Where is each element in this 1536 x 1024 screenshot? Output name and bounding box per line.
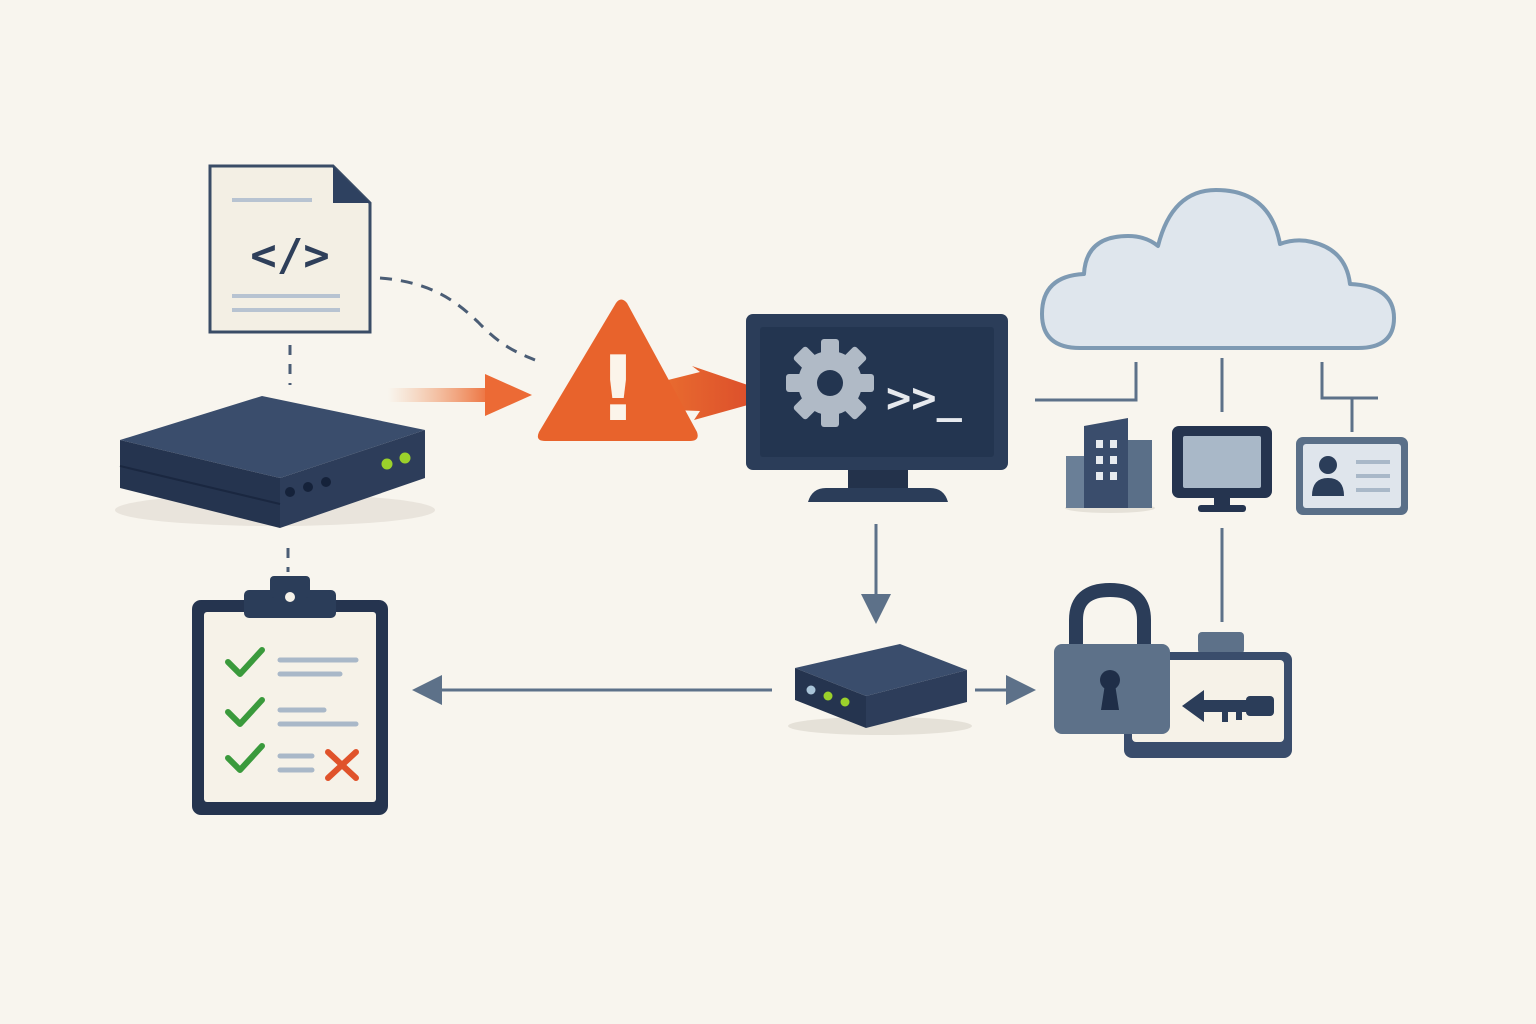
terminal-monitor-icon xyxy=(746,314,1008,502)
warning-triangle-icon xyxy=(537,299,698,441)
cloud xyxy=(1040,188,1396,350)
id-card-icon xyxy=(1296,437,1408,515)
connectors xyxy=(286,276,1378,705)
alert-glyph: ! xyxy=(597,337,638,442)
warning: ! xyxy=(537,299,698,442)
code-file-icon xyxy=(208,164,372,334)
server xyxy=(115,396,435,528)
desktop-icon xyxy=(1172,426,1272,512)
doc-warning-dashed-connector xyxy=(379,276,536,362)
key-icon xyxy=(1182,690,1274,722)
terminal-prompt-glyph: >>_ xyxy=(886,373,963,422)
server-box-icon xyxy=(115,396,435,528)
building-icon xyxy=(1065,418,1155,513)
monitor: >>_ xyxy=(746,314,1008,502)
check-icon xyxy=(225,647,265,773)
checklist xyxy=(192,576,388,815)
gear-icon xyxy=(786,339,874,427)
building xyxy=(1065,418,1155,513)
router-icon xyxy=(788,644,972,735)
id-card xyxy=(1296,437,1408,515)
code-glyph: </> xyxy=(250,230,329,281)
cloud-branch-lines xyxy=(1035,358,1378,622)
cloud-icon xyxy=(1040,188,1396,350)
code-document: </> xyxy=(208,164,372,334)
router xyxy=(788,644,972,735)
lock-key xyxy=(1054,582,1292,758)
desktop xyxy=(1172,426,1272,512)
padlock-key-icon xyxy=(1054,582,1170,734)
cross-icon xyxy=(325,749,359,781)
warning-monitor-arrow xyxy=(668,366,780,420)
server-warning-arrow xyxy=(388,374,532,416)
checklist-lines xyxy=(277,657,359,773)
